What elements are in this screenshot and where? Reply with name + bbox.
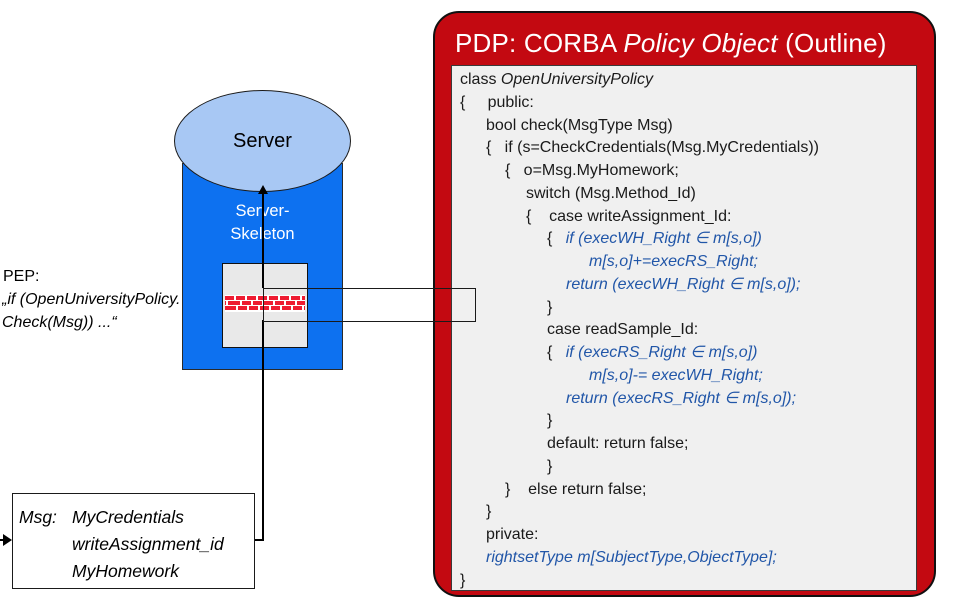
code-panel: class OpenUniversityPolicy { public: bool … (451, 65, 917, 591)
message-line-stub (255, 539, 264, 541)
code-line: { public: (460, 93, 534, 111)
pdp-title-suffix: (Outline) (777, 28, 887, 58)
call-arrow-line (262, 193, 264, 288)
code-line: m[s,o]+=execRS_Right; (589, 253, 758, 270)
code-line: } (547, 457, 553, 475)
pep-pdp-connector-rect (263, 288, 476, 322)
code-line: m[s,o]-= execWH_Right; (589, 366, 763, 384)
arrow-up-icon (258, 185, 268, 194)
pep-code-line1: „if (OpenUniversityPolicy. (2, 291, 181, 308)
code-line: class OpenUniversityPolicy (460, 71, 653, 88)
msg-item: MyHomework (72, 561, 179, 581)
code-line: private: (486, 526, 539, 543)
incoming-arrow-line (0, 539, 5, 541)
pdp-title-emphasis: Policy Object (623, 28, 778, 58)
msg-box-label: Msg: (19, 507, 57, 527)
code-line: case readSample_Id: (547, 321, 699, 339)
pep-heading: PEP: (3, 268, 40, 285)
arrow-right-icon (3, 534, 12, 546)
code-line: } (486, 503, 492, 521)
brick-wall-icon (225, 295, 305, 312)
code-line: } else return false; (505, 480, 647, 498)
code-line: { if (execRS_Right ∈ m[s,o]) (547, 344, 758, 361)
server-ellipse: Server (174, 90, 351, 192)
code-line: default: return false; (547, 435, 689, 452)
code-line: } (460, 571, 466, 589)
code-line: bool check(MsgType Msg) (486, 116, 673, 134)
code-line: } (547, 412, 553, 430)
code-line: { if (s=CheckCredentials(Msg.MyCredentia… (486, 139, 819, 157)
pep-code-line2: Check(Msg)) ...“ (2, 314, 117, 331)
code-line: return (execRS_Right ∈ m[s,o]); (566, 389, 797, 407)
code-line: rightsetType m[SubjectType,ObjectType]; (486, 548, 777, 566)
msg-item: writeAssignment_id (72, 534, 224, 554)
msg-item: MyCredentials (72, 507, 184, 527)
code-line: { o=Msg.MyHomework; (505, 162, 679, 179)
message-line-vertical (262, 320, 264, 541)
pdp-title: PDP: CORBA Policy Object (Outline) (455, 28, 887, 59)
server-label: Server (233, 129, 292, 152)
code-line: { if (execWH_Right ∈ m[s,o]) (547, 230, 762, 248)
code-line: switch (Msg.Method_Id) (526, 184, 696, 202)
pdp-panel: PDP: CORBA Policy Object (Outline) class… (433, 11, 936, 597)
code-line: { case writeAssignment_Id: (526, 207, 732, 225)
code-line: return (execWH_Right ∈ m[s,o]); (566, 275, 801, 293)
code-line: } (547, 298, 553, 316)
pdp-title-prefix: PDP: CORBA (455, 28, 624, 58)
